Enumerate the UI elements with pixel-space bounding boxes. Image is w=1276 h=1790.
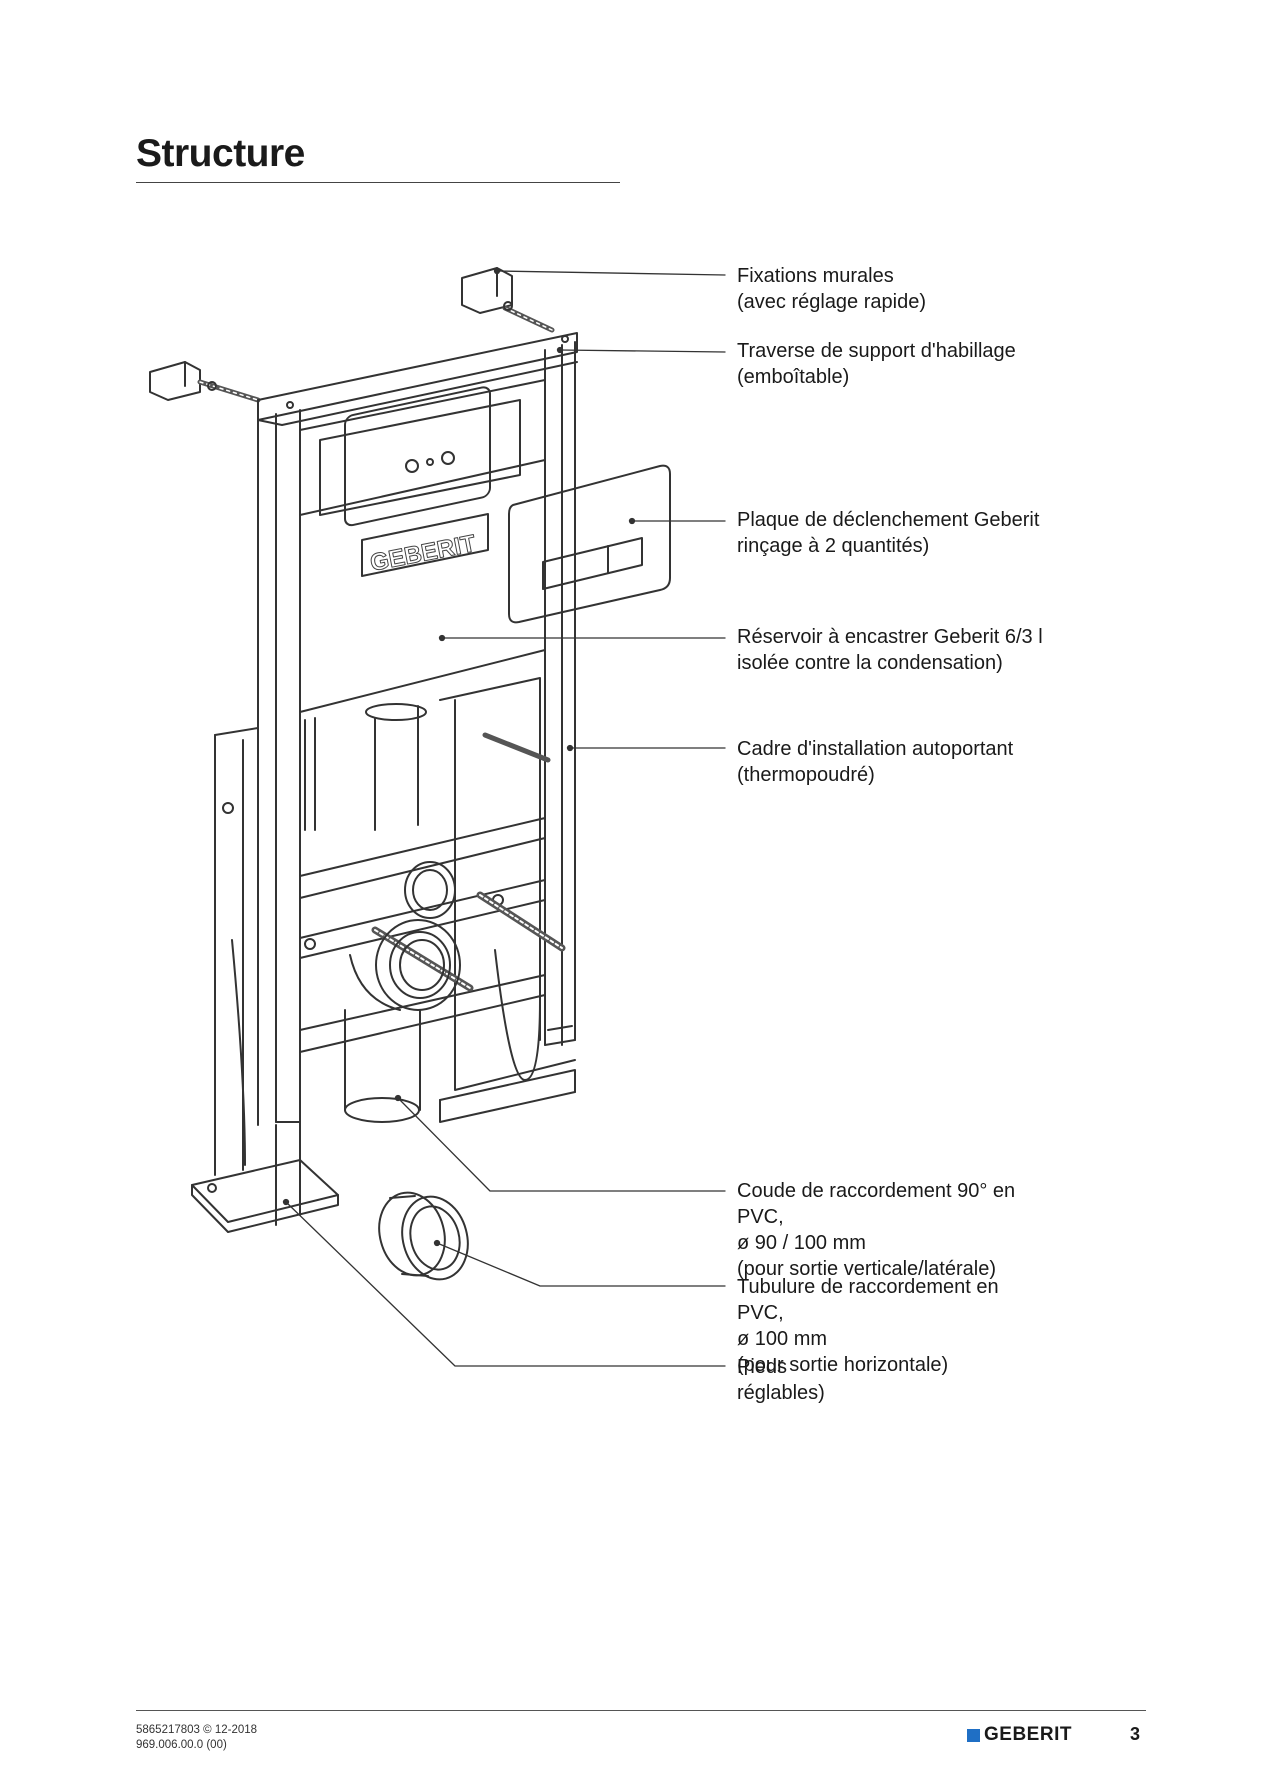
brand-logo: GEBERIT	[967, 1724, 1072, 1746]
support-traverse	[257, 332, 578, 426]
threaded-rods	[371, 732, 566, 992]
brand-square-icon	[967, 1728, 980, 1742]
callout-leaders	[282, 267, 726, 1367]
connection-elbow	[344, 861, 461, 1123]
adjustable-foot-left	[191, 727, 339, 1233]
callout-cistern: Réservoir à encastrer Geberit 6/3 l isol…	[737, 626, 1043, 674]
callout-connection-pipe: Tubulure de raccordement en PVC, ø 100 m…	[737, 1276, 999, 1376]
callout-installation-frame: Cadre d'installation autoportant (thermo…	[737, 738, 1014, 786]
wall-fixation-left	[149, 361, 261, 403]
page-number: 3	[1130, 1724, 1141, 1744]
leader-support-traverse	[559, 349, 726, 353]
mounting-crossbars	[299, 817, 546, 1053]
cistern-brand-label: GEBERIT	[368, 530, 478, 577]
footer-doc-code: 5865217803 © 12-2018	[136, 1724, 258, 1736]
title-underline	[136, 182, 620, 183]
callout-elbow: Coude de raccordement 90° en PVC, ø 90 /…	[737, 1180, 1016, 1280]
callout-support-traverse: Traverse de support d'habillage (emboîta…	[737, 340, 1016, 388]
callout-flush-plate: Plaque de déclenchement Geberit rinçage …	[737, 509, 1040, 557]
cistern-outlet-pipe	[304, 703, 427, 831]
callout-wall-fixations: Fixations murales (avec réglage rapide)	[737, 265, 926, 313]
footer-divider	[136, 1710, 1146, 1711]
connection-pipe	[378, 1191, 469, 1281]
callout-adjustable-feet: Pieds réglables)	[737, 1356, 825, 1404]
frame-upright-left	[257, 409, 301, 1126]
leader-connection-pipe	[436, 1242, 726, 1287]
frame-upright-right	[544, 341, 576, 1046]
rear-frame	[439, 677, 576, 1123]
wall-fixation-right	[461, 267, 555, 333]
leader-adjustable-feet	[285, 1201, 726, 1367]
footer-ref-code: 969.006.00.0 (00)	[136, 1739, 227, 1751]
flush-plate	[508, 464, 671, 624]
brand-text: GEBERIT	[984, 1724, 1072, 1745]
leader-wall-fixations	[496, 270, 726, 276]
page-title: Structure	[136, 132, 305, 175]
leader-elbow	[397, 1097, 726, 1192]
